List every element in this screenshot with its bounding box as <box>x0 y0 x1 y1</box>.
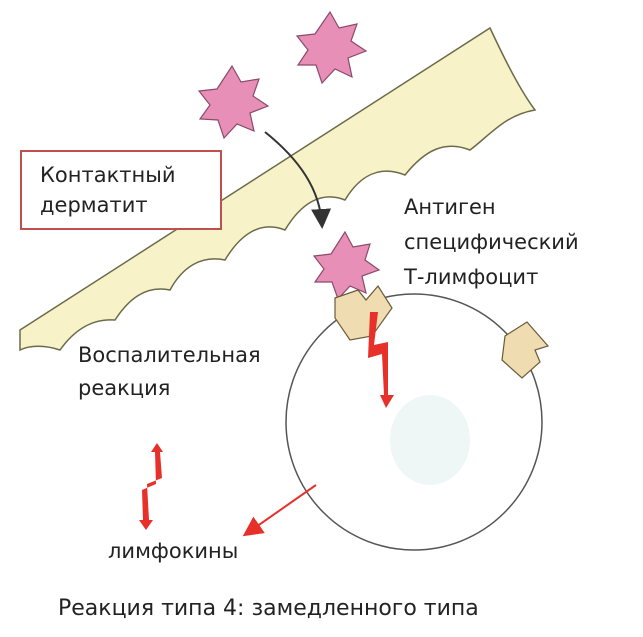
contact-dermatitis-line1: Контактный <box>40 160 220 190</box>
cell-nucleus-shade <box>390 395 470 485</box>
inflammation-label-line2: реакция <box>78 373 170 403</box>
lymphokine-release-arrow <box>246 485 316 534</box>
lymphokines-label: лимфокины <box>108 536 238 566</box>
inflammation-label-line1: Воспалительная <box>78 340 261 370</box>
figure-caption: Реакция типа 4: замедленного типа <box>58 596 479 621</box>
antigen-label-line2: специфический <box>404 227 579 257</box>
antigen-label-line1: Антиген <box>404 192 496 222</box>
lymphokine-bolt <box>139 443 163 530</box>
antigen-star-top-right <box>297 12 366 83</box>
antigen-star-top-left <box>199 66 268 138</box>
contact-dermatitis-box: Контактный дерматит <box>20 150 222 230</box>
antigen-label-line3: Т-лимфоцит <box>404 262 538 292</box>
antigen-star-bound <box>314 232 379 299</box>
contact-dermatitis-line2: дерматит <box>40 190 220 220</box>
